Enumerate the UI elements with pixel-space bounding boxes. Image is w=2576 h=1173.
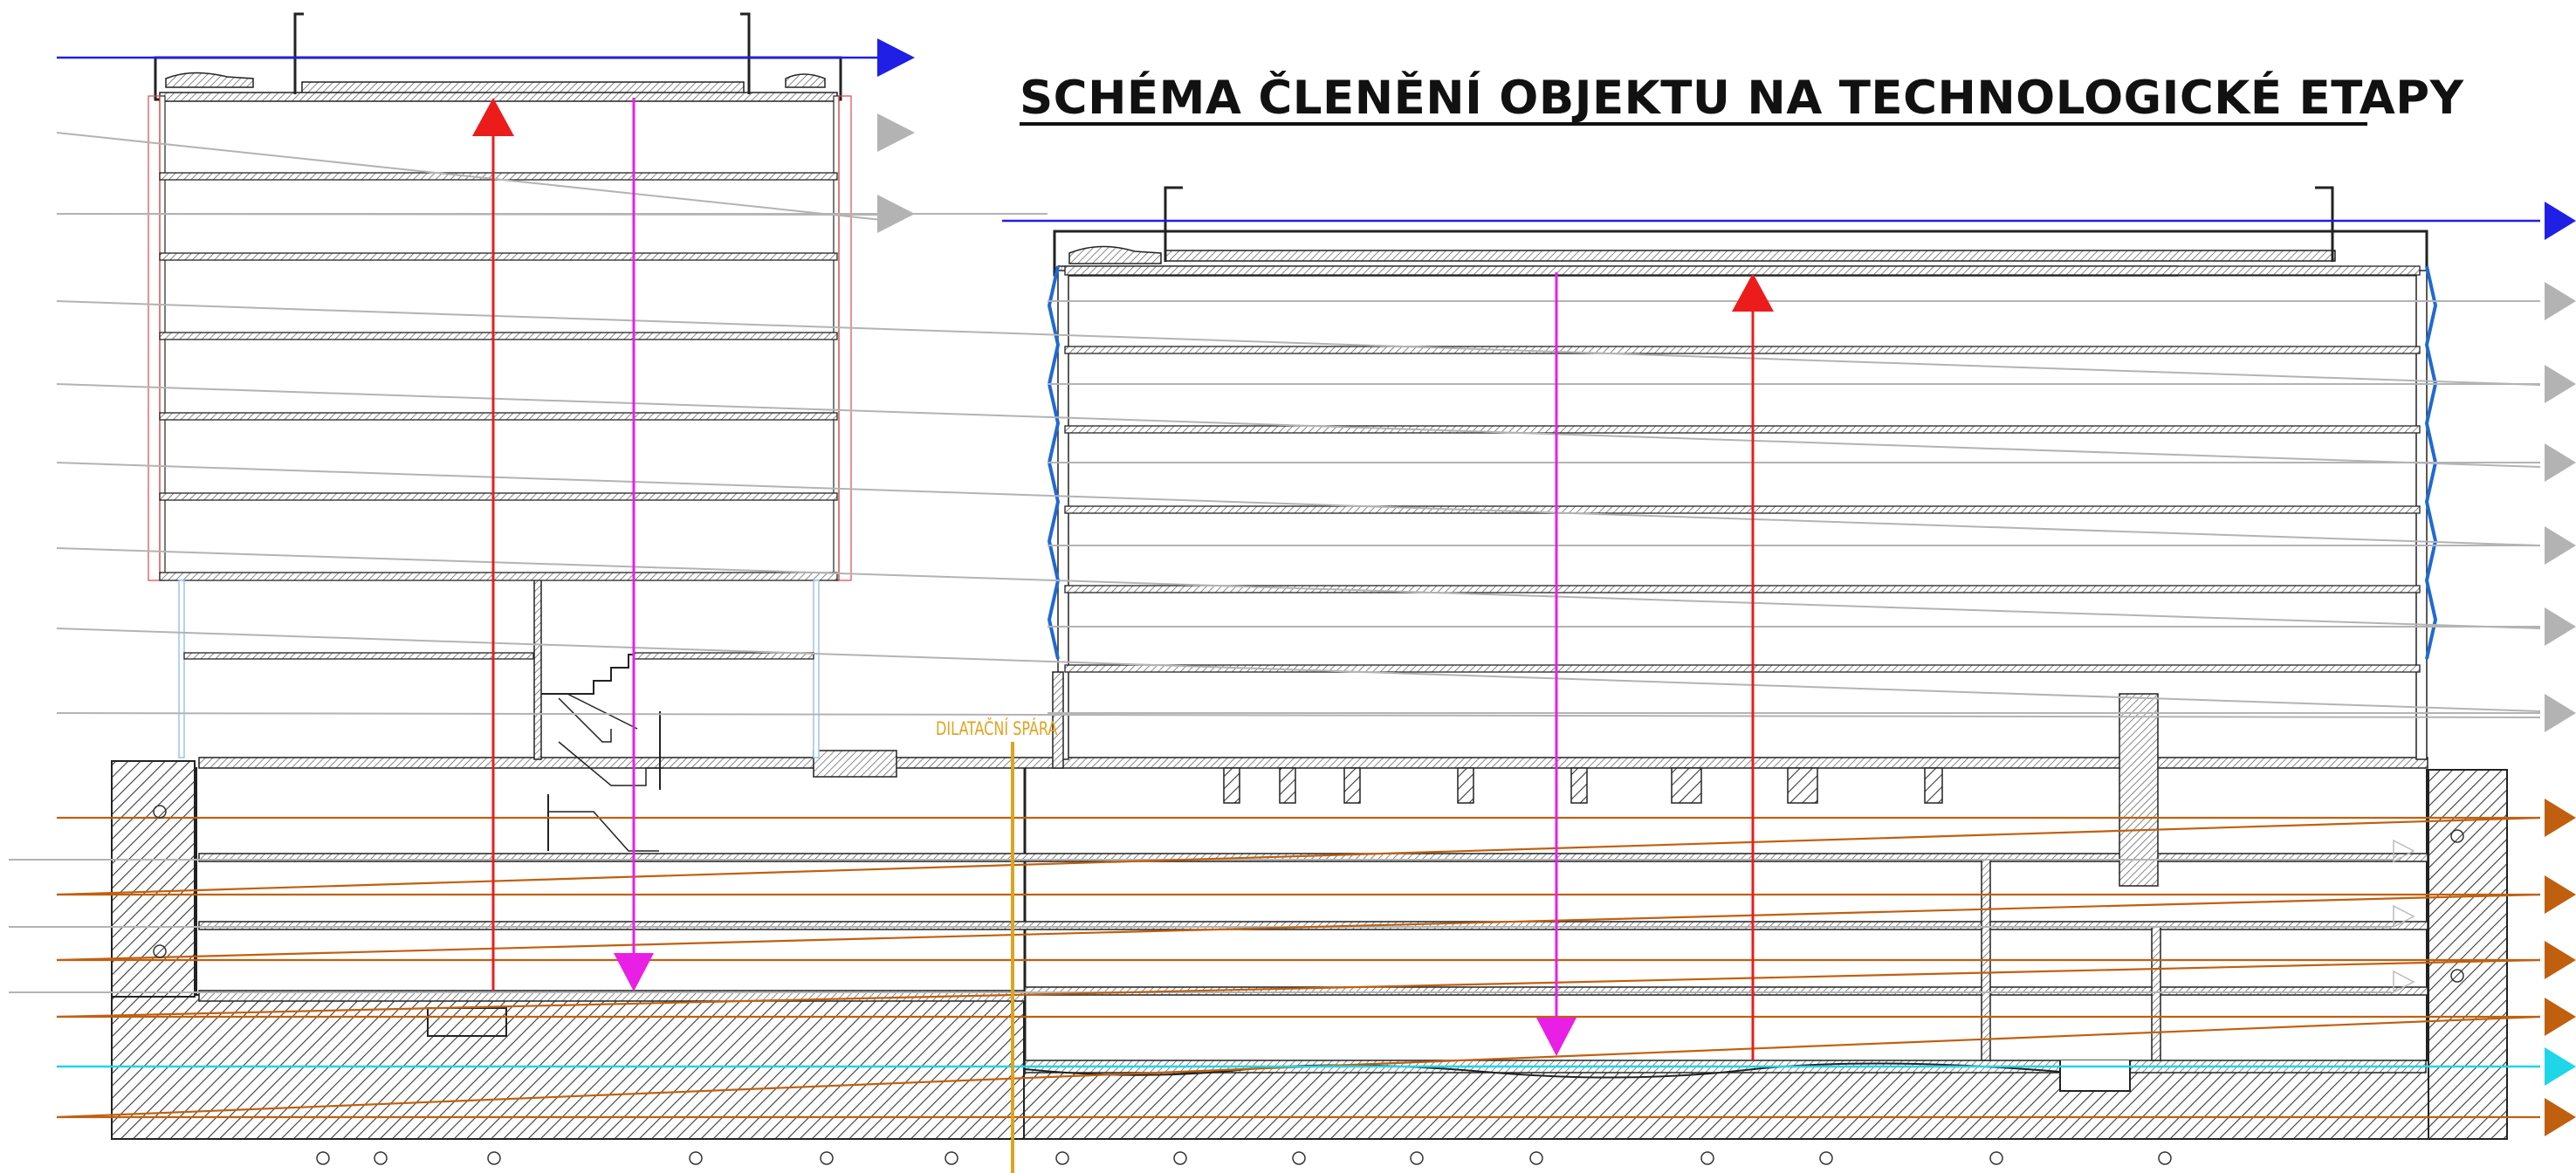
- triangle-right-icon: [2545, 443, 2576, 482]
- stage-lines-underground: [56, 816, 2541, 1119]
- direction-arrows: [472, 98, 1774, 1060]
- triangle-right-icon: [2393, 839, 2415, 863]
- basement-slabs: [198, 757, 2428, 996]
- triangle-right-icon: [2545, 941, 2576, 979]
- grid-axis-markers: [153, 805, 2464, 1165]
- triangle-right-icon: [877, 195, 915, 233]
- triangle-right-icon: [2545, 282, 2576, 320]
- arrow-down-icon: [1536, 1018, 1577, 1056]
- title-underline: [1020, 122, 2367, 126]
- triangle-right-icon: [2545, 875, 2576, 914]
- ground-floor-beams: [1223, 767, 1943, 804]
- left-tower: [148, 12, 852, 852]
- basement-walls: [533, 575, 2161, 1061]
- stage-lines-roof: [57, 56, 2540, 223]
- triangle-right-icon: [2545, 365, 2576, 403]
- triangle-right-icon: [877, 38, 915, 77]
- triangle-right-icon: [2545, 607, 2576, 646]
- triangle-right-icon: [2393, 904, 2415, 929]
- stage-markers: [877, 38, 2576, 1136]
- stage-lines-upper: [9, 132, 2541, 993]
- dilatation-joint-label: DILATAČNÍ SPÁRA: [936, 718, 1058, 739]
- triangle-right-icon: [2545, 694, 2576, 732]
- triangle-right-icon: [2545, 998, 2576, 1036]
- triangle-right-icon: [2545, 1098, 2576, 1136]
- arrow-up-icon: [472, 98, 514, 136]
- triangle-right-icon: [2545, 526, 2576, 565]
- triangle-right-icon: [2545, 202, 2576, 240]
- triangle-right-icon: [2545, 799, 2576, 837]
- page-title: SCHÉMA ČLENĚNÍ OBJEKTU NA TECHNOLOGICKÉ …: [1020, 72, 2464, 125]
- arrow-down-icon: [614, 953, 654, 991]
- triangle-right-icon: [877, 113, 915, 152]
- right-tower: [1047, 186, 2438, 769]
- triangle-right-icon: [2393, 970, 2415, 994]
- triangle-right-icon: [2545, 1047, 2576, 1086]
- arrow-up-icon: [1732, 273, 1774, 312]
